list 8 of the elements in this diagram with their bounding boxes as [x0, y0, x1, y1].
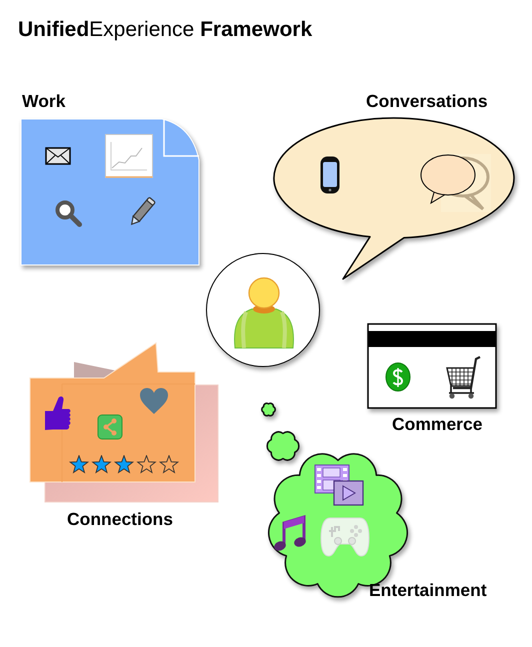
- avatar-circle: [206, 253, 320, 367]
- section-heading: Entertainment: [369, 580, 487, 600]
- section-heading: Conversations: [366, 91, 488, 111]
- diagram-title: UnifiedExperience Framework: [18, 17, 312, 42]
- section-heading: Commerce: [392, 414, 482, 434]
- section-heading: Connections: [67, 509, 173, 529]
- thought-bubble: [259, 400, 278, 419]
- section-heading: Work: [22, 91, 66, 111]
